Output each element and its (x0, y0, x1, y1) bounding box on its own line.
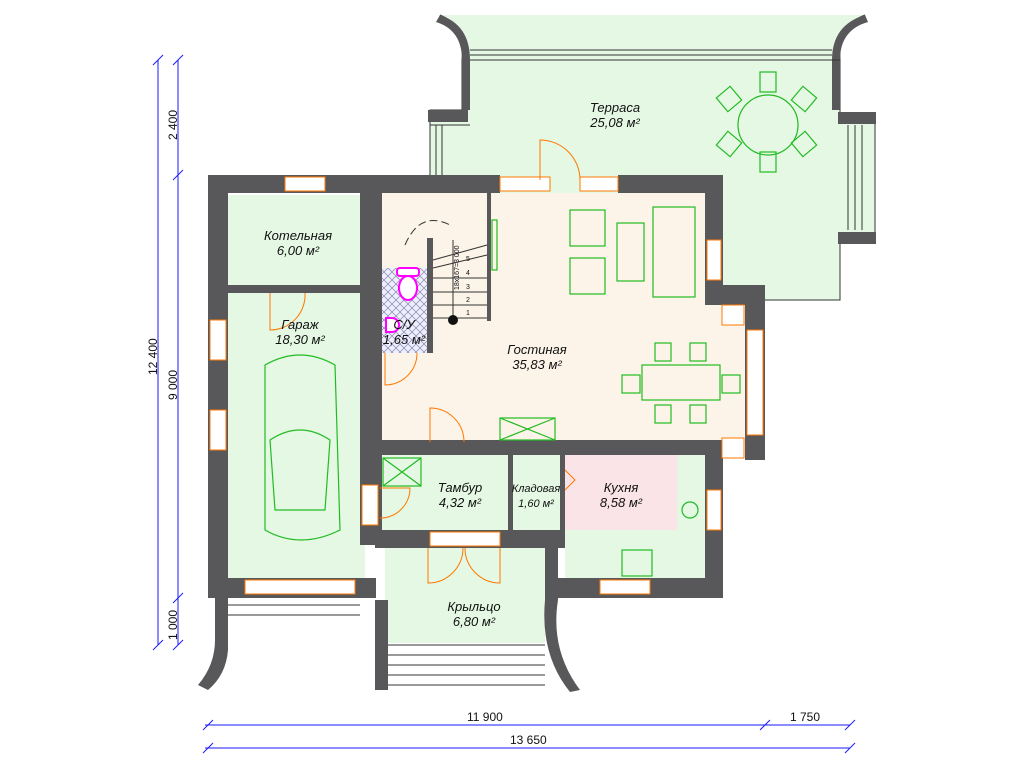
kitchen-floor (565, 443, 677, 530)
terrace-railing (430, 49, 863, 230)
boiler-room-floor (228, 195, 368, 287)
dim-vertical-total: 12 400 (146, 338, 160, 375)
stair-step: 4 (466, 270, 470, 277)
garage-floor (228, 293, 365, 578)
stair-label: 18x167=3 000 (454, 245, 461, 290)
dim-horizontal-main: 11 900 (467, 710, 503, 724)
doors (269, 139, 581, 584)
dim-vertical-mid: 9 000 (166, 369, 180, 400)
porch-floor (385, 548, 545, 643)
dimension-lines (152, 54, 856, 754)
staircase (404, 220, 488, 320)
dim-vertical-bottom: 1 000 (166, 609, 180, 640)
wc-fixtures (385, 267, 420, 333)
dim-vertical-top: 2 400 (166, 109, 180, 140)
windows (209, 176, 764, 595)
stair-step: 5 (466, 256, 470, 263)
stair-step: 3 (466, 284, 470, 291)
dim-horizontal-total: 13 650 (510, 733, 547, 747)
stair-step: 1 (466, 310, 470, 317)
dim-horizontal-right: 1 750 (790, 710, 821, 724)
stair-step: 2 (466, 297, 470, 304)
furniture (264, 71, 818, 577)
stair-start-dot (448, 315, 458, 325)
